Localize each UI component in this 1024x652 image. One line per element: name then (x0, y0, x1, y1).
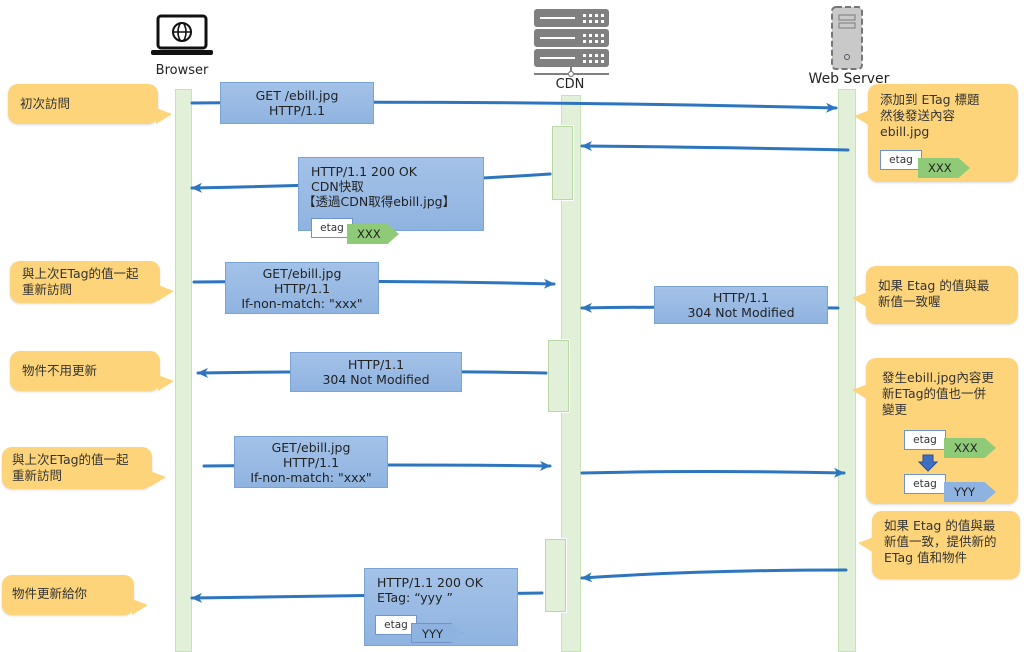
laptop-globe-icon (151, 14, 213, 55)
server-tower-icon (831, 6, 863, 70)
etag-value: YYY (411, 623, 463, 643)
message-line: HTTP/1.1 (282, 454, 340, 470)
note-text: 物件不用更新 (22, 363, 98, 378)
message-line: 【透過CDN取得ebill.jpg】 (303, 194, 456, 209)
message-m7: HTTP/1.1 200 OK ETag: “yyy ” etag YYY (364, 568, 518, 646)
down-arrow-icon (918, 454, 938, 472)
etag-value-old: XXX (944, 438, 996, 458)
note-line: 如果 Etag 的值與最 (884, 518, 996, 533)
note-line: 如果 Etag 的值與最 (878, 278, 990, 293)
etag-value: XXX (347, 224, 399, 244)
message-line: If-non-match: "xxx" (241, 295, 363, 311)
server-rack-icon (534, 9, 609, 78)
note-line: 新值一致，提供新的 (884, 534, 997, 549)
etag-key-new: etag (904, 474, 946, 494)
note-line: 新值一致喔 (878, 294, 941, 309)
cdn-activation-1 (552, 126, 573, 200)
cdn-activation-3 (545, 539, 566, 612)
note-first-visit: 初次訪問 (8, 84, 172, 124)
message-m6: GET/ebill.jpg HTTP/1.1 If-non-match: "xx… (234, 436, 388, 488)
message-line: HTTP/1.1 200 OK (377, 575, 483, 590)
cdn-activation-2 (548, 340, 569, 412)
note-line: 添加到 ETag 標題 (880, 92, 980, 107)
message-m3: GET/ebill.jpg HTTP/1.1 If-non-match: "xx… (225, 262, 379, 314)
message-line: HTTP/1.1 (347, 357, 405, 372)
note-line: ebill.jpg (880, 124, 930, 139)
etag-key: etag (375, 615, 417, 635)
message-m5: HTTP/1.1 304 Not Modified (290, 352, 462, 392)
message-m1: GET /ebill.jpg HTTP/1.1 (220, 82, 374, 124)
note-line: 與上次ETag的值一起 (12, 452, 129, 467)
etag-key: etag (880, 150, 922, 170)
cdn-label: CDN (555, 77, 585, 92)
etag-value: XXX (918, 158, 970, 178)
message-line: HTTP/1.1 200 OK (311, 164, 417, 179)
note-provide-new-etag: 如果 Etag 的值與最 新值一致，提供新的 ETag 值和物件 (858, 511, 1020, 579)
note-text: 物件更新給你 (12, 586, 88, 601)
note-etag-matches: 如果 Etag 的值與最 新值一致喔 (852, 266, 1018, 324)
message-line: HTTP/1.1 (268, 103, 326, 118)
note-line: ETag 值和物件 (884, 550, 968, 565)
message-m2: HTTP/1.1 200 OK CDN快取 【透過CDN取得ebill.jpg】… (298, 157, 484, 244)
message-line: GET/ebill.jpg (262, 265, 342, 281)
message-line: GET /ebill.jpg (255, 88, 339, 103)
message-line: HTTP/1.1 (273, 280, 331, 296)
etag-value-new: YYY (944, 482, 996, 502)
note-content-changed: 發生ebill.jpg內容更 新ETag的值也一併 變更 etag XXX et… (852, 358, 1018, 504)
note-line: 與上次ETag的值一起 (22, 266, 139, 281)
message-line: 304 Not Modified (322, 372, 430, 387)
message-line: GET/ebill.jpg (271, 439, 351, 455)
message-line: If-non-match: "xxx" (250, 469, 372, 485)
note-revisit-etag-2: 與上次ETag的值一起 重新訪問 (2, 447, 166, 489)
note-line: 發生ebill.jpg內容更 (882, 370, 994, 385)
browser-label: Browser (155, 63, 209, 78)
note-text: 初次訪問 (20, 96, 71, 111)
note-line: 重新訪問 (12, 468, 63, 483)
etag-key: etag (311, 218, 353, 238)
arrow-cdn-to-server (580, 467, 846, 478)
arrow-server-to-cdn-2 (580, 568, 848, 583)
note-line: 重新訪問 (22, 282, 73, 297)
message-line: CDN快取 (311, 179, 364, 194)
message-line: HTTP/1.1 (712, 290, 770, 305)
note-revisit-etag-1: 與上次ETag的值一起 重新訪問 (10, 261, 174, 303)
note-line: 變更 (882, 402, 908, 417)
note-add-etag: 添加到 ETag 標題 然後發送內容 ebill.jpg etag XXX (854, 84, 1018, 182)
message-m4: HTTP/1.1 304 Not Modified (654, 286, 828, 324)
note-object-updated: 物件更新給你 (2, 575, 148, 615)
message-line: ETag: “yyy ” (377, 590, 453, 605)
server-label: Web Server (808, 71, 890, 87)
note-no-update: 物件不用更新 (10, 351, 174, 391)
note-line: 然後發送內容 (880, 108, 956, 123)
message-line: 304 Not Modified (687, 305, 795, 320)
etag-key-old: etag (904, 430, 946, 450)
arrow-server-to-cdn-1 (580, 141, 850, 152)
note-line: 新ETag的值也一併 (882, 386, 987, 401)
